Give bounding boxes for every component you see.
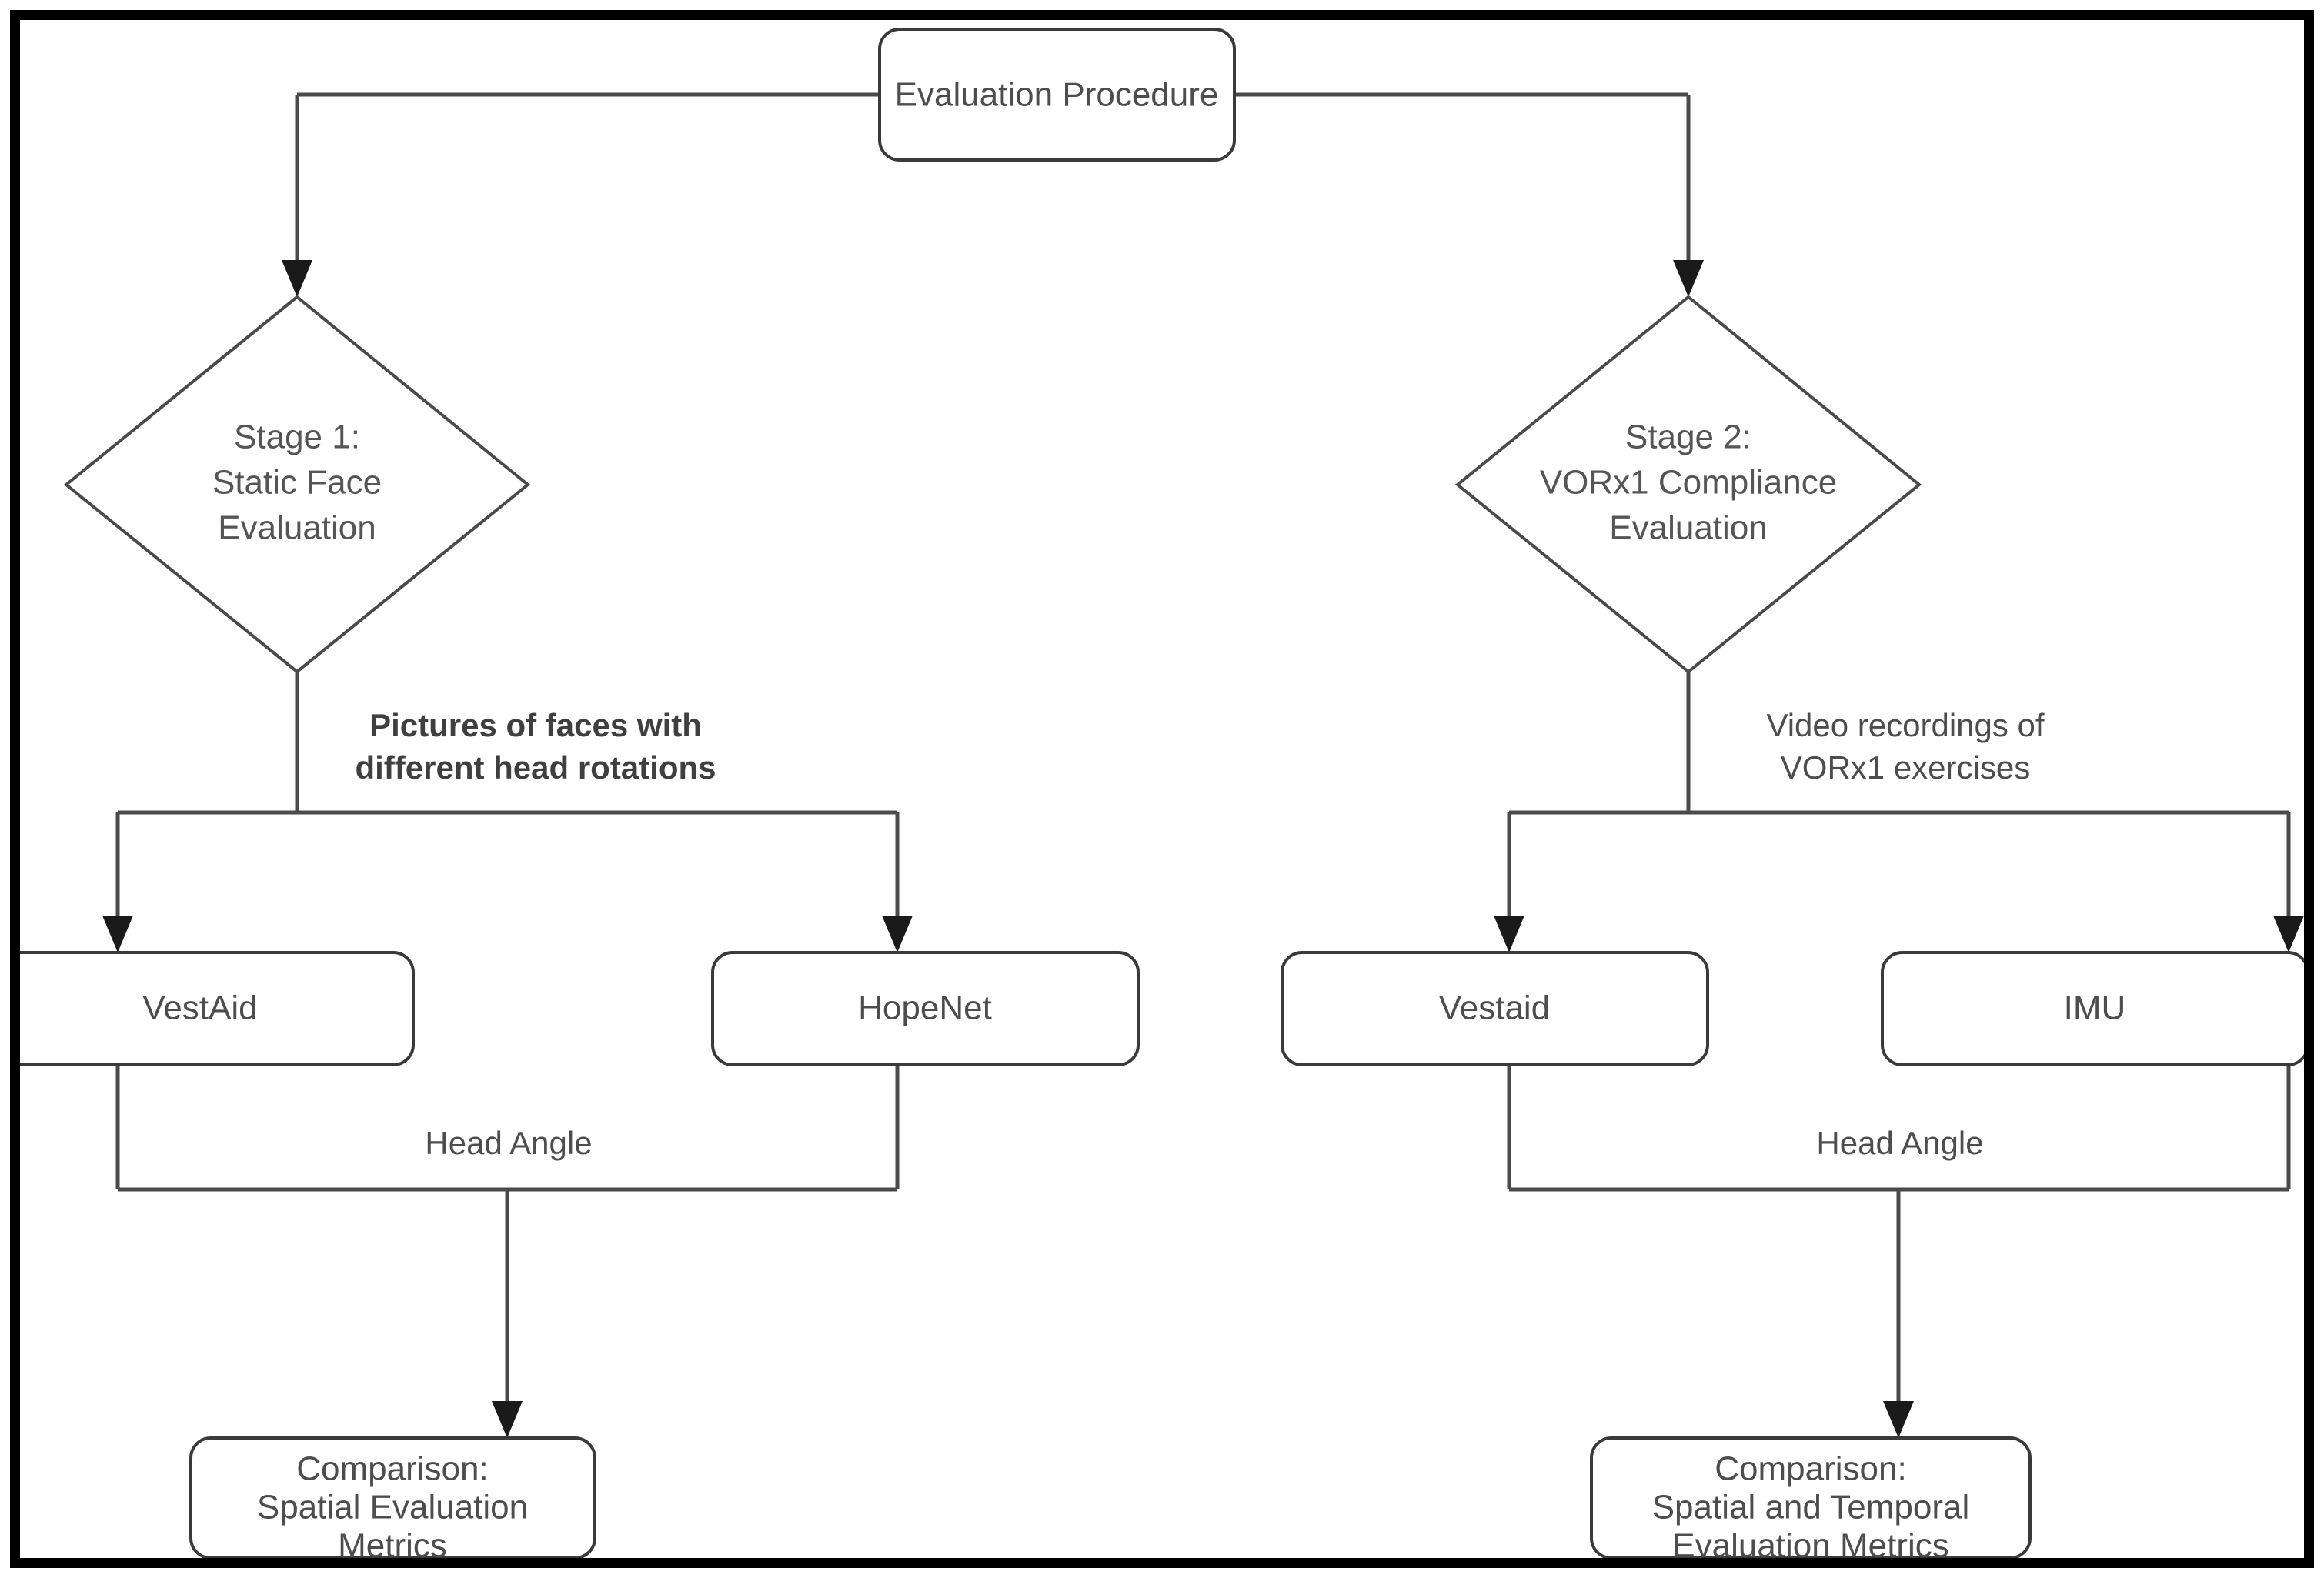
vestaid-stage2-label: Vestaid — [1439, 989, 1550, 1027]
stage2-data-line-2: VORx1 exercises — [1781, 749, 2030, 786]
stage1-to-vestaid-arrowhead — [102, 916, 133, 952]
connector-right-models-to-comparison — [1507, 1065, 2291, 1438]
vestaid-stage1-box[interactable] — [20, 951, 415, 1066]
comparison-spatial-temporal-box[interactable] — [1590, 1436, 2032, 1558]
imu-box[interactable] — [1881, 951, 2304, 1066]
edge-label-stage2-data: Video recordings of VORx1 exercises — [1705, 701, 2105, 797]
stage1-data-label-bg — [316, 701, 755, 797]
comparison-spatial-line-2: Spatial Evaluation — [257, 1489, 528, 1526]
head-angle-left-bg — [370, 1116, 647, 1172]
vestaid-stage2-box[interactable] — [1281, 951, 1709, 1066]
edge-label-head-angle-left: Head Angle — [370, 1116, 647, 1172]
left-merge-arrowhead — [492, 1401, 523, 1438]
comparison-spatial-temporal-line-2: Spatial and Temporal — [1652, 1489, 1970, 1526]
imu-label: IMU — [2064, 989, 2126, 1027]
head-angle-right-label: Head Angle — [1816, 1125, 1983, 1161]
comparison-spatial-temporal-line-3: Evaluation Metrics — [1672, 1527, 1948, 1558]
vestaid-stage1-label: VestAid — [142, 989, 257, 1027]
connector-left-models-to-comparison — [115, 1065, 900, 1438]
node-stage-2[interactable]: Stage 2: VORx1 Compliance Evaluation — [1454, 295, 1922, 674]
connector-stage2-to-models — [1494, 672, 2304, 952]
stage-1-line-3: Evaluation — [218, 509, 376, 547]
stage1-data-line-2: different head rotations — [355, 749, 716, 786]
stage2-to-imu-arrowhead — [2273, 916, 2304, 952]
hopenet-box[interactable] — [711, 951, 1140, 1066]
stage-1-line-1: Stage 1: — [234, 419, 360, 456]
evaluation-procedure-label: Evaluation Procedure — [895, 76, 1219, 114]
comparison-spatial-temporal-line-1: Comparison: — [1715, 1450, 1906, 1488]
right-merge-arrowhead — [1883, 1401, 1914, 1438]
stage1-to-hopenet-arrowhead — [882, 916, 913, 952]
node-vestaid-stage1[interactable]: VestAid — [20, 951, 415, 1066]
node-evaluation-procedure[interactable]: Evaluation Procedure — [878, 28, 1236, 162]
stage-2-diamond[interactable] — [1454, 295, 1922, 674]
head-angle-left-label: Head Angle — [425, 1125, 592, 1161]
stage-2-line-3: Evaluation — [1609, 509, 1767, 547]
node-comparison-spatial[interactable]: Comparison: Spatial Evaluation Metrics — [189, 1436, 596, 1558]
edge-label-stage1-data: Pictures of faces with different head ro… — [316, 701, 755, 797]
stage1-data-line-1: Pictures of faces with — [369, 707, 702, 743]
comparison-spatial-box[interactable] — [189, 1436, 596, 1558]
node-stage-1[interactable]: Stage 1: Static Face Evaluation — [63, 295, 531, 674]
root-to-stage1-arrowhead — [282, 260, 312, 297]
stage-2-line-2: VORx1 Compliance — [1540, 464, 1837, 502]
comparison-spatial-line-1: Comparison: — [296, 1450, 488, 1488]
node-imu[interactable]: IMU — [1881, 951, 2304, 1066]
stage-1-diamond[interactable] — [63, 295, 531, 674]
node-vestaid-stage2[interactable]: Vestaid — [1281, 951, 1709, 1066]
flowchart-canvas: Evaluation Procedure Stage 1: Static Fac… — [20, 28, 2304, 1558]
stage-2-line-1: Stage 2: — [1625, 419, 1751, 456]
node-hopenet[interactable]: HopeNet — [711, 951, 1140, 1066]
connector-stage1-to-models — [102, 672, 913, 952]
stage2-data-line-1: Video recordings of — [1766, 707, 2044, 743]
node-comparison-spatial-temporal[interactable]: Comparison: Spatial and Temporal Evaluat… — [1590, 1436, 2032, 1558]
hopenet-label: HopeNet — [858, 989, 992, 1027]
stage2-to-vestaid-arrowhead — [1494, 916, 1524, 952]
evaluation-procedure-box[interactable] — [878, 28, 1236, 162]
head-angle-right-bg — [1761, 1116, 2039, 1172]
edge-label-head-angle-right: Head Angle — [1761, 1116, 2039, 1172]
stage2-data-label-bg — [1705, 701, 2105, 797]
root-to-stage2-arrowhead — [1673, 260, 1704, 297]
stage-1-line-2: Static Face — [212, 464, 382, 502]
comparison-spatial-line-3: Metrics — [338, 1527, 447, 1558]
